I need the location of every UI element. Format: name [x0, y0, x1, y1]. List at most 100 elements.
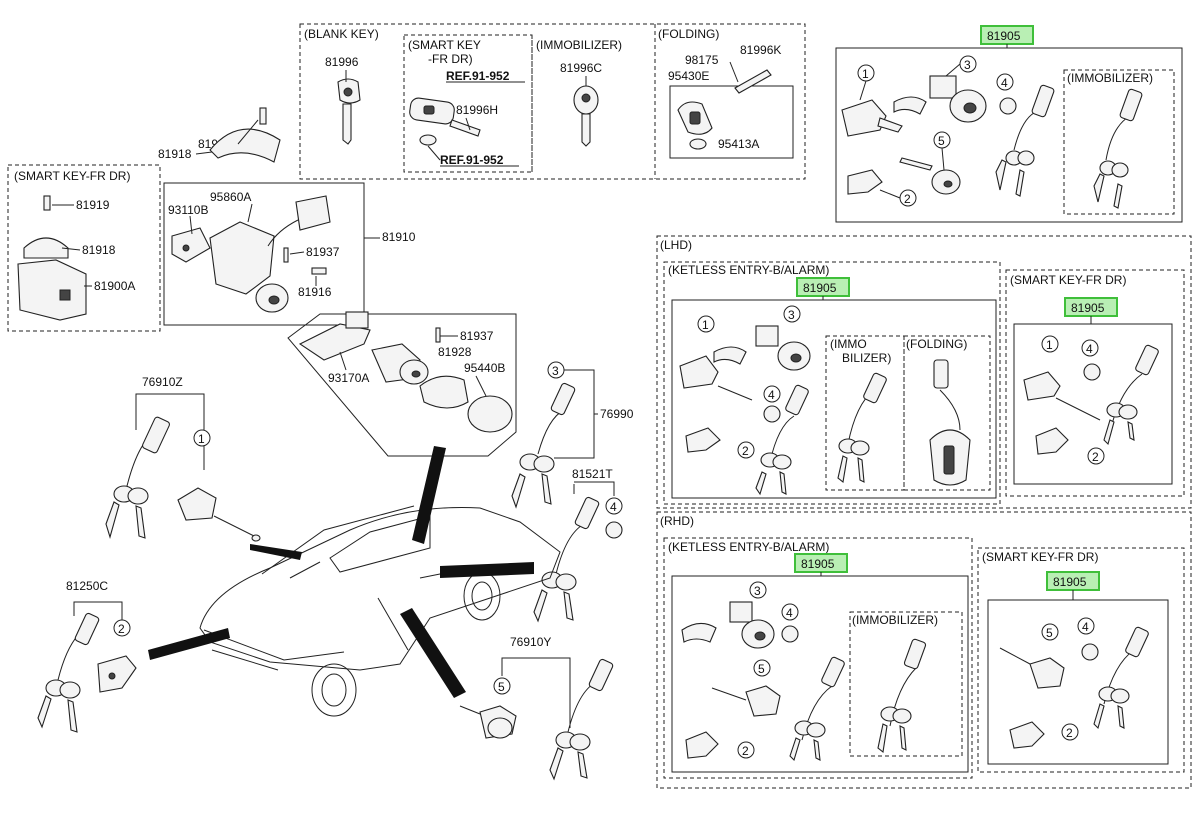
svg-text:4: 4 — [1001, 76, 1008, 90]
part-81521t-label: 81521T — [572, 467, 613, 481]
part-81910-label: 81910 — [382, 230, 416, 244]
lhd-smart-parts-icon — [1023, 344, 1159, 455]
part-81996k-label: 81996K — [740, 43, 781, 57]
svg-text:2: 2 — [904, 192, 911, 206]
rhd-smart-label: (SMART KEY-FR DR) — [982, 550, 1098, 564]
part-76910z-label: 76910Z — [142, 375, 183, 389]
rhd-immobilizer-label: (IMMOBILIZER) — [852, 613, 938, 627]
rhd-keyless-parts-icon — [681, 601, 927, 762]
arrow-to-side — [440, 562, 534, 578]
immobilizer-label: (IMMOBILIZER) — [536, 38, 622, 52]
part-81905-rhd-keyless[interactable]: 81905 — [801, 557, 835, 571]
key-set-76910y-icon — [459, 658, 614, 781]
smart-key-label-1: (SMART KEY — [408, 38, 481, 52]
top-right-keys-icon — [995, 84, 1143, 209]
part-93110b-label: 93110B — [168, 203, 208, 217]
trunk-lock-81250c-icon — [37, 612, 137, 733]
part-81918-top: 81918 — [158, 147, 192, 161]
part-95860a-label: 95860A — [210, 190, 251, 204]
svg-text:5: 5 — [1046, 626, 1053, 640]
svg-text:4: 4 — [610, 500, 617, 514]
lhd-group-box — [656, 235, 1192, 509]
part-95430e-label: 95430E — [668, 69, 709, 83]
part-81928-label: 81928 — [438, 345, 472, 359]
svg-text:1: 1 — [702, 318, 709, 332]
top-right-callouts: 1 3 4 5 2 — [857, 55, 1014, 207]
key-set-81521t-icon — [533, 496, 623, 623]
lhd-immo-label-1: (IMMO — [830, 337, 867, 351]
svg-text:4: 4 — [786, 606, 793, 620]
svg-text:4: 4 — [768, 388, 775, 402]
part-81905-lhd-keyless[interactable]: 81905 — [803, 281, 837, 295]
part-81937-b-label: 81937 — [460, 329, 494, 343]
smart-key-fr-dr-left-label: (SMART KEY-FR DR) — [14, 169, 130, 183]
part-81916-label: 81916 — [298, 285, 332, 299]
part-95413a-label: 95413A — [718, 137, 759, 151]
ref-91-952-top: REF.91-952 — [446, 69, 510, 83]
key-cylinder-icon — [298, 311, 513, 433]
svg-text:2: 2 — [1066, 726, 1073, 740]
svg-text:2: 2 — [1092, 450, 1099, 464]
lhd-keyless-callouts: 1 3 4 2 — [697, 305, 801, 459]
part-81250c-label: 81250C — [66, 579, 108, 593]
immobilizer-key-icon — [573, 85, 599, 147]
rhd-label: (RHD) — [660, 514, 694, 528]
svg-text:5: 5 — [938, 134, 945, 148]
smart-key-box — [403, 34, 533, 173]
svg-text:5: 5 — [498, 680, 505, 694]
blank-key-group-box — [299, 23, 806, 180]
svg-text:1: 1 — [198, 432, 205, 446]
smart-key-label-2: -FR DR) — [428, 52, 473, 66]
tr-immobilizer-label: (IMMOBILIZER) — [1067, 71, 1153, 85]
lhd-keyless-label: (KETLESS ENTRY-B/ALARM) — [668, 263, 829, 277]
arrow-to-trunk — [412, 446, 446, 544]
upper-shroud-icon — [209, 107, 281, 163]
key-cylinder-box — [287, 313, 517, 457]
part-98175-label: 98175 — [685, 53, 719, 67]
svg-text:4: 4 — [1082, 620, 1089, 634]
part-81905-top[interactable]: 81905 — [987, 29, 1021, 43]
key-set-76990-icon — [511, 382, 576, 509]
lhd-smart-label: (SMART KEY-FR DR) — [1010, 273, 1126, 287]
part-81900a-label: 81900A — [94, 279, 135, 293]
part-76910y-label: 76910Y — [510, 635, 551, 649]
svg-text:1: 1 — [862, 67, 869, 81]
rhd-keyless-callouts: 3 4 5 2 — [737, 581, 799, 759]
arrow-to-front — [250, 544, 302, 560]
smart-key-fob-icon — [409, 97, 481, 146]
lhd-label: (LHD) — [660, 238, 692, 252]
assembly-81905-top-box — [835, 47, 1183, 223]
svg-text:3: 3 — [552, 364, 559, 378]
rhd-smart-callouts: 5 4 2 — [1041, 617, 1095, 741]
ref-91-952-bottom: REF.91-952 — [440, 153, 504, 167]
rhd-group-box — [656, 511, 1192, 789]
arrow-to-door — [400, 608, 466, 698]
part-81905-lhd-smart[interactable]: 81905 — [1071, 301, 1105, 315]
svg-text:3: 3 — [788, 308, 795, 322]
folding-key-icon — [677, 69, 772, 150]
arrow-to-rear — [148, 628, 230, 660]
svg-text:2: 2 — [118, 622, 125, 636]
blank-key-label: (BLANK KEY) — [304, 27, 379, 41]
folding-label: (FOLDING) — [658, 27, 719, 41]
svg-text:4: 4 — [1086, 342, 1093, 356]
part-81918-left: 81918 — [82, 243, 116, 257]
part-81996-label: 81996 — [325, 55, 359, 69]
part-81905-rhd-smart[interactable]: 81905 — [1053, 575, 1087, 589]
left-shroud-icon — [17, 195, 87, 321]
part-81919-left: 81919 — [76, 198, 110, 212]
blank-key-icon — [337, 78, 361, 145]
part-81996h-label: 81996H — [456, 103, 498, 117]
svg-text:2: 2 — [742, 444, 749, 458]
lock-set-81910-box — [163, 182, 365, 326]
smart-key-fr-dr-left-box — [7, 164, 161, 332]
svg-text:1: 1 — [1046, 338, 1053, 352]
rhd-keyless-label: (KETLESS ENTRY-B/ALARM) — [668, 540, 829, 554]
lhd-smart-callouts: 1 4 2 — [1041, 335, 1105, 465]
folding-key-box — [669, 85, 794, 159]
svg-text:3: 3 — [754, 584, 761, 598]
part-81996c-label: 81996C — [560, 61, 602, 75]
lhd-keyless-parts-icon — [679, 325, 971, 496]
part-93170a-label: 93170A — [328, 371, 369, 385]
